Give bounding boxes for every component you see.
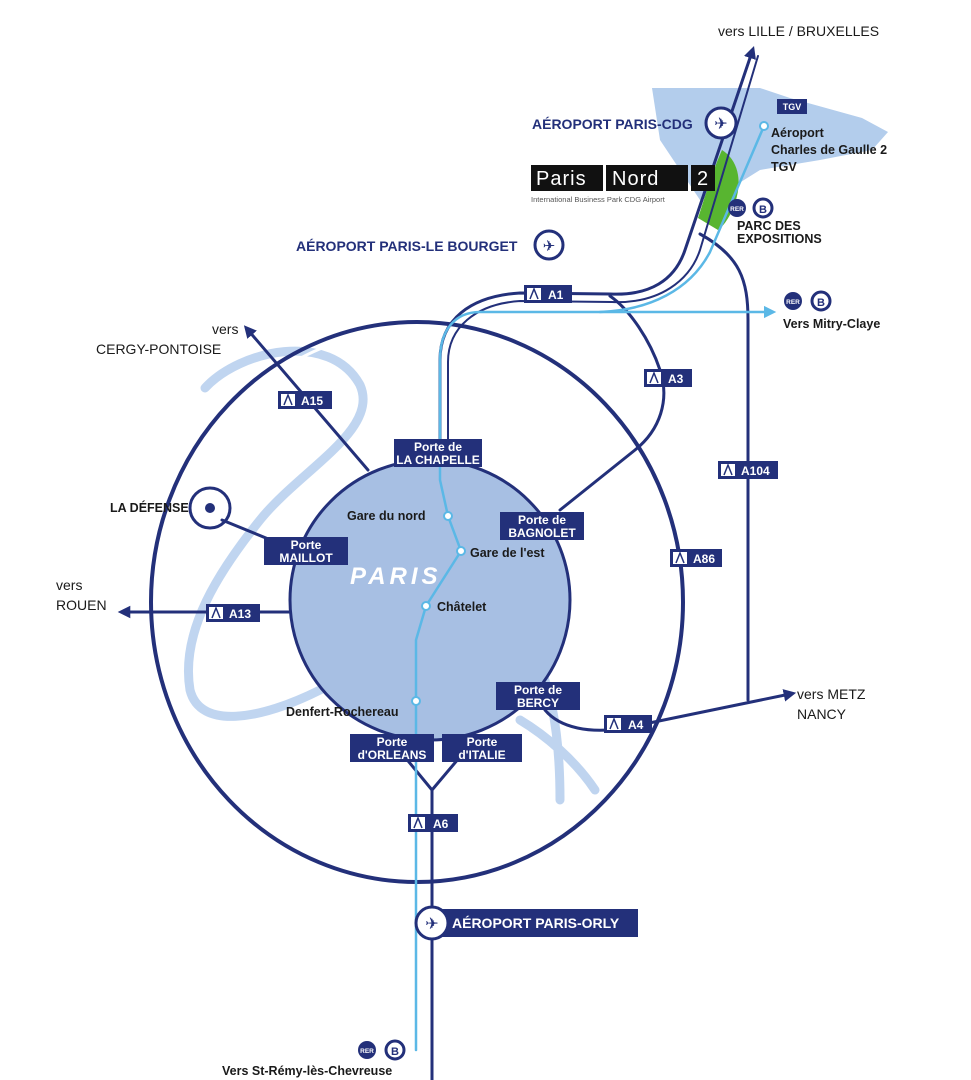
- airport-orly-sign: ✈ AÉROPORT PARIS-ORLY: [414, 905, 638, 941]
- porte-italie-sign: Porte d'ITALIE: [442, 734, 522, 762]
- svg-text:BERCY: BERCY: [517, 696, 559, 710]
- rer-b-badge-parc: RER B: [728, 197, 774, 219]
- svg-text:MAILLOT: MAILLOT: [279, 551, 333, 565]
- airport-le-bourget-label: AÉROPORT PARIS-LE BOURGET: [296, 238, 518, 254]
- porte-bercy-sign: Porte de BERCY: [496, 682, 580, 710]
- svg-text:A86: A86: [693, 552, 715, 566]
- svg-text:d'ORLEANS: d'ORLEANS: [358, 748, 427, 762]
- svg-text:✈: ✈: [714, 114, 727, 133]
- station-parc-line2: EXPOSITIONS: [737, 232, 822, 246]
- porte-orleans-sign: Porte d'ORLEANS: [350, 734, 434, 762]
- station-st-remy-label: Vers St-Rémy-lès-Chevreuse: [222, 1064, 392, 1078]
- station-cdg2-line1: Aéroport: [771, 126, 825, 140]
- station-gare-de-lest-label: Gare de l'est: [470, 546, 545, 560]
- station-parc-line1: PARC DES: [737, 219, 801, 233]
- la-defense-label: LA DÉFENSE: [110, 500, 189, 515]
- svg-text:Porte de: Porte de: [518, 513, 566, 527]
- porte-maillot-sign: Porte MAILLOT: [264, 537, 348, 565]
- station-mitry-label: Vers Mitry-Claye: [783, 317, 880, 331]
- rer-b-line-north: [414, 124, 766, 1052]
- rer-b-badge-mitry: RER B: [784, 290, 832, 312]
- svg-text:B: B: [817, 297, 825, 309]
- station-cdg2-line3: TGV: [771, 160, 797, 174]
- svg-text:BAGNOLET: BAGNOLET: [508, 526, 576, 540]
- svg-text:A15: A15: [301, 394, 323, 408]
- dest-rouen-label: ROUEN: [56, 597, 107, 613]
- station-chatelet-label: Châtelet: [437, 600, 487, 614]
- la-defense-roundabout: [188, 486, 232, 530]
- motorway-a86-sign: A86: [670, 549, 722, 567]
- motorway-a4-sign: A4: [604, 715, 652, 733]
- svg-text:B: B: [759, 204, 767, 216]
- svg-text:A13: A13: [229, 607, 251, 621]
- motorway-icon: [283, 392, 293, 406]
- station-gare-du-nord-dot: [443, 511, 453, 521]
- station-denfert-dot: [411, 696, 421, 706]
- dest-lille-label: vers LILLE / BRUXELLES: [718, 23, 879, 39]
- svg-text:B: B: [391, 1046, 399, 1058]
- la-defense-marker: [205, 503, 215, 513]
- airport-cdg-icon: ✈: [704, 106, 738, 140]
- svg-text:d'ITALIE: d'ITALIE: [458, 748, 505, 762]
- svg-text:Porte de: Porte de: [514, 683, 562, 697]
- airport-orly-icon: ✈: [425, 914, 438, 933]
- motorway-a104-sign: A104: [718, 461, 778, 479]
- station-gare-de-lest-dot: [456, 546, 466, 556]
- svg-text:Nord: Nord: [612, 168, 659, 190]
- motorway-icon: [649, 370, 659, 384]
- svg-text:A104: A104: [741, 464, 770, 478]
- paris-nord-2-subtitle: International Business Park CDG Airport: [531, 195, 666, 204]
- svg-text:Paris: Paris: [536, 168, 587, 190]
- svg-text:TGV: TGV: [783, 102, 802, 112]
- svg-text:Porte: Porte: [467, 735, 498, 749]
- rer-b-badge-st-remy: RER B: [358, 1039, 406, 1061]
- motorway-icon: [413, 815, 423, 829]
- station-chatelet-dot: [421, 601, 431, 611]
- svg-text:2: 2: [697, 168, 709, 190]
- svg-text:A3: A3: [668, 372, 684, 386]
- motorway-icon: [211, 605, 221, 619]
- svg-text:Porte: Porte: [377, 735, 408, 749]
- porte-la-chapelle-sign: Porte de LA CHAPELLE: [394, 439, 482, 467]
- motorway-a3-sign: A3: [644, 369, 692, 387]
- motorway-a15-sign: A15: [278, 391, 332, 409]
- station-cdg2-line2: Charles de Gaulle 2: [771, 143, 887, 157]
- svg-text:A4: A4: [628, 718, 644, 732]
- station-denfert-label: Denfert-Rochereau: [286, 705, 399, 719]
- porte-bagnolet-sign: Porte de BAGNOLET: [500, 512, 584, 540]
- svg-text:RER: RER: [730, 206, 744, 213]
- station-cdg2-dot: [759, 121, 769, 131]
- airport-le-bourget-icon: ✈: [533, 229, 565, 261]
- paris-nord-2-logo: Paris Nord 2 International Business Park…: [531, 165, 715, 204]
- svg-text:Porte de: Porte de: [414, 440, 462, 454]
- airport-cdg-label: AÉROPORT PARIS-CDG: [532, 116, 693, 132]
- motorway-icon: [675, 550, 685, 564]
- dest-cergy-label: CERGY-PONTOISE: [96, 341, 221, 357]
- svg-text:A6: A6: [433, 817, 449, 831]
- motorway-a6-sign: A6: [408, 814, 458, 832]
- motorway-icon: [529, 286, 539, 300]
- tgv-logo-icon: TGV: [777, 99, 807, 114]
- svg-text:RER: RER: [360, 1048, 374, 1055]
- dest-nancy-label: NANCY: [797, 706, 847, 722]
- motorway-icon: [609, 716, 619, 730]
- station-gare-du-nord-label: Gare du nord: [347, 509, 425, 523]
- dest-metz-label: vers METZ: [797, 686, 866, 702]
- svg-text:A1: A1: [548, 288, 564, 302]
- svg-text:✈: ✈: [543, 237, 556, 255]
- airport-orly-label: AÉROPORT PARIS-ORLY: [452, 915, 620, 931]
- dest-rouen-vers: vers: [56, 577, 82, 593]
- motorway-icon: [723, 462, 733, 476]
- svg-text:RER: RER: [786, 299, 800, 306]
- paris-city-label: PARIS: [350, 563, 442, 590]
- motorway-a1-sign: A1: [524, 285, 572, 303]
- svg-text:Porte: Porte: [291, 538, 322, 552]
- dest-cergy-vers: vers: [212, 321, 238, 337]
- motorway-a13-sign: A13: [206, 604, 260, 622]
- svg-text:LA CHAPELLE: LA CHAPELLE: [396, 453, 480, 467]
